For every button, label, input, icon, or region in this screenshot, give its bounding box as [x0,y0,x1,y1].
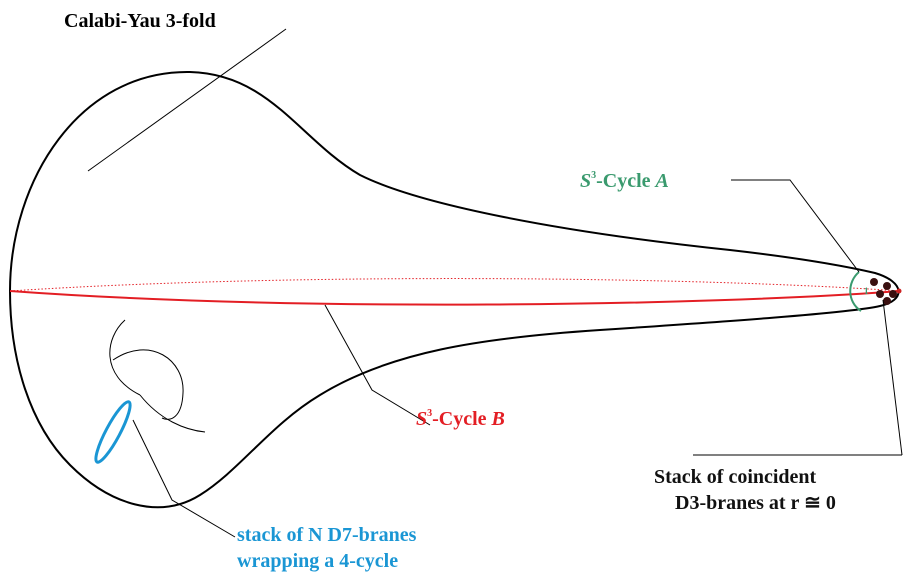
d3-brane-dot [883,297,891,305]
cycle-b-front [9,290,901,306]
cycle-b-label: S3-Cycle B [416,408,505,430]
d3-brane-dot [870,278,878,286]
d7-brane-ellipse [94,400,132,464]
cycle-b-text: -Cycle [432,408,491,430]
cycle-a-label: S3-Cycle A [580,170,669,192]
d7-label-line1: stack of N D7-branes [237,524,417,546]
cycle-b-superscript: 3 [427,408,432,419]
d3-label-line2: D3-branes at r ≅ 0 [675,492,836,514]
diagram-title: Calabi-Yau 3-fold [64,10,216,32]
cycle-a-letter: A [654,170,669,192]
cycle-a-arc [849,271,862,312]
d3-leader-line [882,299,903,456]
cycle-a-text: -Cycle [596,170,655,192]
cycle-a-superscript: 3 [591,170,596,181]
title-leader-line [87,28,287,172]
four-cycle-curve-2 [112,349,184,420]
d3-label-line1: Stack of coincident [654,466,817,488]
d7-leader-line [132,419,236,538]
d3-brane-stack [870,278,902,305]
d3-marker-number: 1 [864,286,869,296]
cycle-b-back-dotted [9,278,901,292]
cycle-b-symbol: S [416,408,427,430]
four-cycle-curve-1 [109,319,141,396]
four-cycle-curve-3 [139,394,206,433]
d3-brane-dot [883,282,891,290]
d7-label-line2: wrapping a 4-cycle [237,550,398,572]
d3-brane-dot [876,290,884,298]
d3-brane-dot [889,290,897,298]
cycle-a-leader-line [731,179,860,273]
cycle-a-symbol: S [580,170,591,192]
cycle-b-leader-line [324,304,431,426]
calabi-yau-outline [8,70,900,509]
d3-brane-dot [896,288,902,294]
cycle-b-letter: B [491,408,505,430]
